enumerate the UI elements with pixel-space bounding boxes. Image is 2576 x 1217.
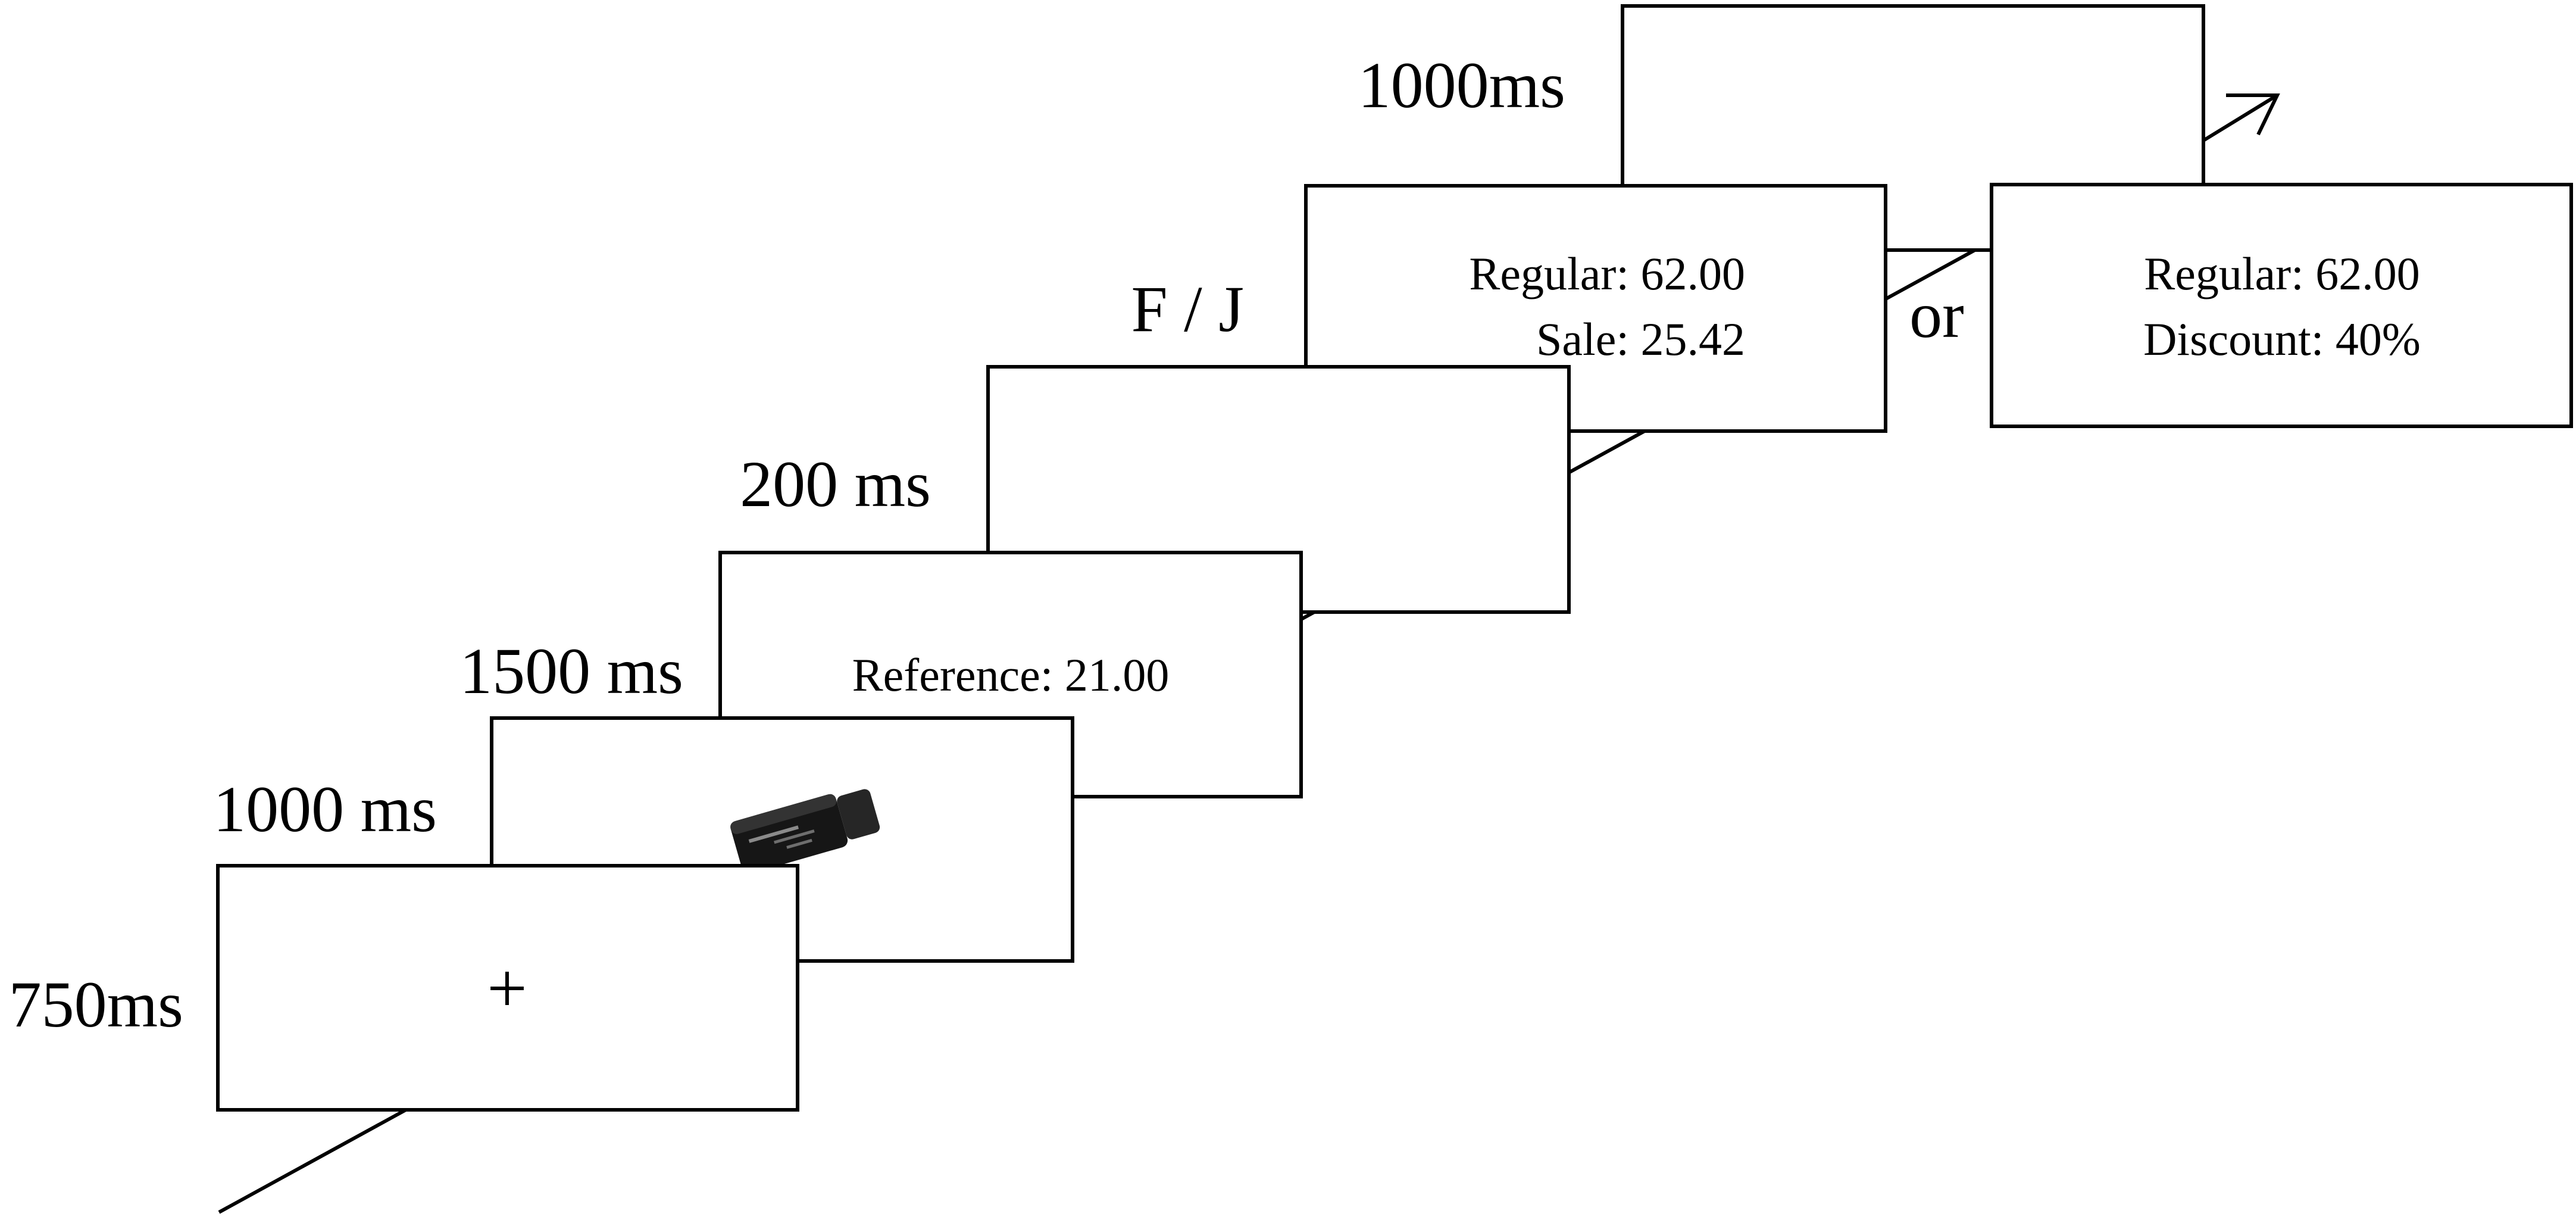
time-arrow-icon (2202, 93, 2280, 142)
sale-price-text: Sale: 25.42 (1536, 313, 1745, 365)
regular-price-text: Regular: 62.00 (1469, 248, 1745, 299)
alt-regular-price-text: Regular: 62.00 (2144, 248, 2420, 299)
product-duration: 1000 ms (213, 773, 437, 845)
fixation-cross: + (487, 948, 527, 1028)
fixation-duration: 750ms (9, 968, 183, 1041)
fixation-frame (216, 864, 799, 1112)
reference-duration: 1500 ms (459, 635, 683, 707)
reference-price-text: Reference: 21.00 (852, 649, 1170, 701)
sale-price-duration: F / J (1131, 273, 1244, 345)
blank-duration: 200 ms (740, 448, 931, 520)
discount-frame (1990, 183, 2573, 428)
usb-flash-drive-image (730, 789, 880, 874)
final-blank-duration: 1000ms (1358, 49, 1565, 121)
discount-text: Discount: 40% (2143, 313, 2421, 365)
or-connector-text: or (1909, 279, 1964, 351)
